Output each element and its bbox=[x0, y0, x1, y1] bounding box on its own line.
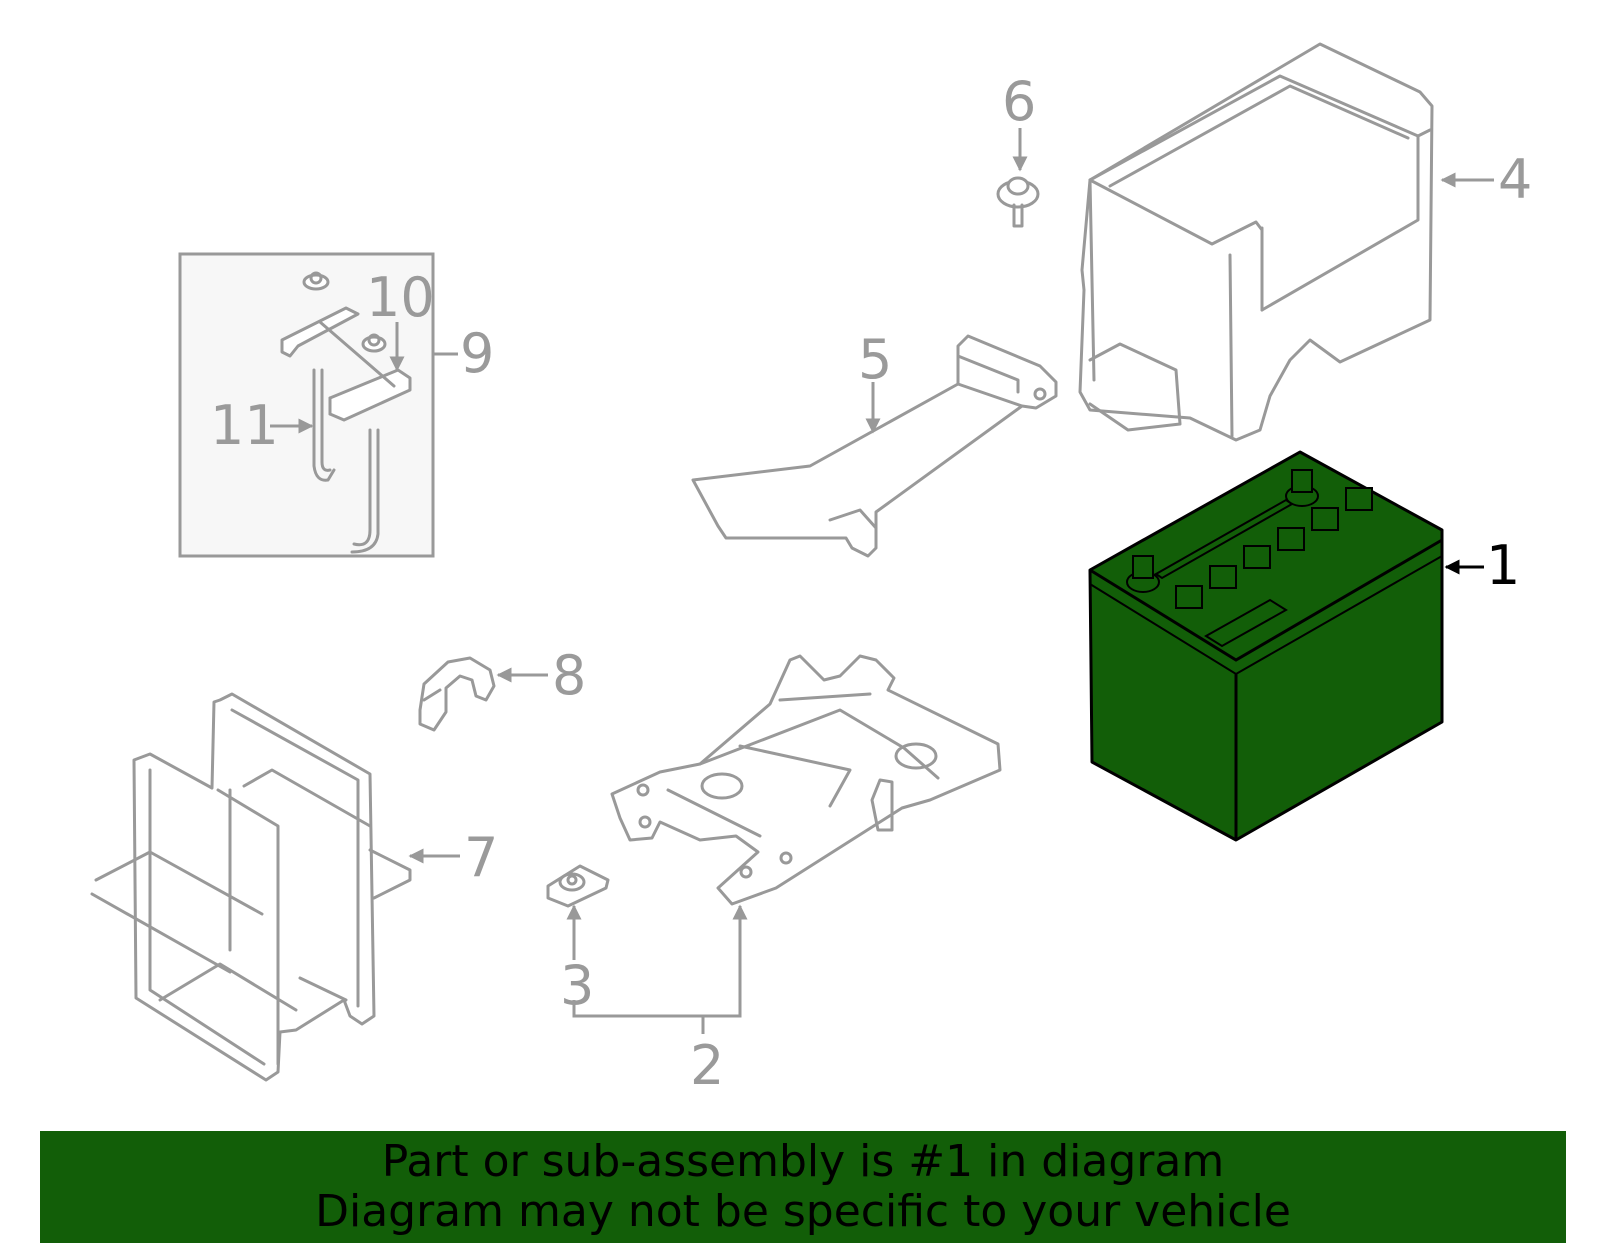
banner-line-1: Part or sub-assembly is #1 in diagram bbox=[381, 1136, 1225, 1187]
callout-11-label: 11 bbox=[210, 394, 279, 457]
battery-terminal-negative bbox=[1126, 555, 1160, 593]
part-7-frame bbox=[90, 692, 412, 1082]
callout-5-label: 5 bbox=[858, 328, 892, 391]
callout-2-label: 2 bbox=[690, 1034, 724, 1097]
part-8-clamp bbox=[418, 656, 496, 732]
callout-2-bracket bbox=[572, 904, 748, 1018]
callout-6-label: 6 bbox=[1002, 70, 1036, 133]
part-1-battery bbox=[1088, 450, 1444, 842]
callout-9-label: 9 bbox=[460, 322, 494, 385]
part-11-j-bolt bbox=[312, 368, 380, 554]
callout-lines bbox=[270, 128, 1494, 1034]
callout-8-label: 8 bbox=[552, 644, 586, 707]
part-3-nut bbox=[546, 864, 610, 908]
battery-terminal-positive bbox=[1285, 469, 1319, 507]
part-6-clip bbox=[996, 176, 1040, 228]
battery-cell-caps bbox=[1175, 487, 1373, 609]
banner-line-2: Diagram may not be specific to your vehi… bbox=[315, 1186, 1291, 1237]
info-banner: Part or sub-assembly is #1 in diagram Di… bbox=[40, 1131, 1566, 1243]
part-5-bracket bbox=[691, 334, 1058, 558]
clamp-bar bbox=[280, 306, 396, 388]
callout-3-label: 3 bbox=[560, 954, 594, 1017]
part-2-battery-tray bbox=[610, 654, 1002, 906]
part-4-battery-cover bbox=[1078, 42, 1434, 442]
part-9-hold-down-kit bbox=[178, 252, 435, 558]
callout-7-label: 7 bbox=[464, 826, 498, 889]
nut-middle bbox=[361, 333, 387, 353]
callout-10-label: 10 bbox=[366, 266, 435, 329]
callout-1-label: 1 bbox=[1486, 534, 1520, 597]
nut-upper bbox=[302, 271, 330, 291]
callout-4-label: 4 bbox=[1498, 148, 1532, 211]
